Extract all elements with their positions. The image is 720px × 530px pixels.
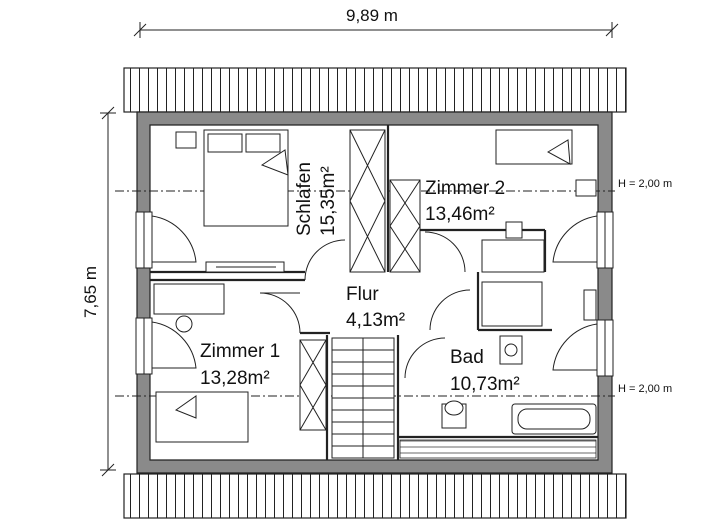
height-line-label-1: H = 2,00 m bbox=[618, 178, 672, 190]
room-area-bad: 10,73m² bbox=[450, 374, 520, 395]
room-label-schlafen: Schlafen 15,35m² bbox=[294, 162, 339, 236]
height-label: 7,65 m bbox=[81, 266, 100, 318]
schlafen-furniture bbox=[175, 129, 386, 273]
room-label-flur: Flur 4,13m² bbox=[346, 284, 405, 331]
height-dimension: 7,65 m bbox=[81, 106, 116, 477]
width-dimension: 9,89 m bbox=[133, 6, 619, 38]
roof-bottom bbox=[123, 473, 627, 519]
zimmer2-furniture bbox=[389, 129, 597, 273]
room-label-zimmer2: Zimmer 2 13,46m² bbox=[425, 178, 505, 225]
room-label-zimmer1: Zimmer 1 13,28m² bbox=[200, 341, 280, 389]
width-label: 9,89 m bbox=[346, 6, 398, 25]
room-name-flur: Flur bbox=[346, 284, 379, 305]
bad-fixtures bbox=[399, 281, 597, 459]
windows bbox=[135, 211, 614, 377]
room-name-schlafen: Schlafen bbox=[294, 162, 315, 236]
swings bbox=[151, 215, 598, 379]
room-name-bad: Bad bbox=[450, 347, 484, 368]
zimmer1-furniture bbox=[153, 283, 327, 443]
height-line-label-2: H = 2,00 m bbox=[618, 383, 672, 395]
room-area-zimmer1: 13,28m² bbox=[200, 368, 270, 389]
room-label-bad: Bad 10,73m² bbox=[450, 347, 520, 395]
room-area-zimmer2: 13,46m² bbox=[425, 204, 495, 225]
room-name-zimmer2: Zimmer 2 bbox=[425, 178, 505, 199]
roof-top bbox=[123, 67, 627, 113]
room-area-flur: 4,13m² bbox=[346, 310, 405, 331]
staircase bbox=[331, 337, 395, 459]
room-name-zimmer1: Zimmer 1 bbox=[200, 341, 280, 362]
room-area-schlafen: 15,35m² bbox=[318, 166, 339, 236]
